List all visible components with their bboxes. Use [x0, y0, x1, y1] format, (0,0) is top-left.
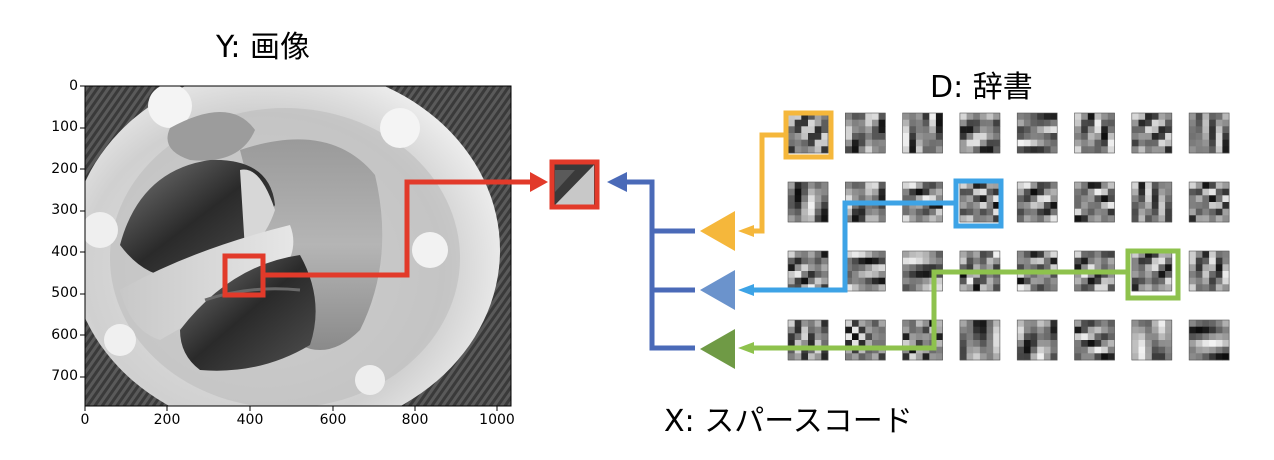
dictionary-atom — [787, 250, 829, 292]
y-tick-label: 500 — [51, 285, 78, 301]
dictionary-atom — [787, 319, 829, 361]
dictionary-atom — [844, 319, 886, 361]
y-tick-label: 400 — [51, 244, 78, 260]
sum-connector — [625, 179, 655, 231]
dictionary-atom — [1016, 181, 1058, 223]
dictionary-title: D: 辞書 — [930, 70, 1033, 105]
sparse-code-coefficient-2 — [700, 270, 735, 310]
dictionary-atom — [1131, 250, 1173, 292]
dictionary-atom — [1188, 250, 1230, 292]
x-tick-label: 600 — [319, 412, 347, 428]
y-tick-label: 700 — [51, 368, 78, 384]
sparse-code-coefficient-1 — [700, 211, 735, 251]
y-tick-label: 100 — [51, 119, 78, 135]
dictionary-atom — [1016, 319, 1058, 361]
x-tick-label: 800 — [401, 412, 429, 428]
x-tick-label: 1000 — [479, 412, 515, 428]
dictionary-atom — [1074, 181, 1115, 223]
sum-arrowhead — [607, 172, 627, 192]
dictionary-atom — [1188, 112, 1230, 154]
dictionary-atom — [902, 319, 943, 361]
dictionary-atom — [787, 112, 829, 154]
dictionary-atom — [787, 181, 829, 223]
y-tick-label: 300 — [51, 202, 78, 218]
connector-yellow — [752, 132, 786, 234]
dictionary-atom-grid — [787, 112, 1230, 361]
dictionary-atom — [959, 319, 1001, 361]
y-tick-label: 200 — [51, 161, 78, 177]
dictionary-atom — [1188, 319, 1230, 361]
y-tick-label: 0 — [69, 78, 78, 94]
dictionary-atom — [1131, 181, 1173, 223]
extracted-patch — [549, 159, 600, 210]
patch-arrowhead — [530, 172, 548, 192]
dictionary-atom — [1131, 112, 1173, 154]
dictionary-atom — [844, 112, 886, 154]
dictionary-atom — [959, 112, 1001, 154]
dictionary-atom — [959, 181, 1001, 223]
axis-ticks — [80, 85, 498, 411]
connector-green — [752, 269, 1128, 351]
dictionary-atom — [902, 112, 943, 154]
dictionary-atom — [1016, 112, 1058, 154]
dictionary-atom — [1188, 181, 1230, 223]
dictionary-atom — [844, 250, 886, 292]
sparse-code-title: X: スパースコード — [664, 404, 913, 439]
dictionary-atom — [1131, 319, 1173, 361]
dictionary-atom — [1074, 319, 1115, 361]
connector-blue — [752, 200, 956, 293]
x-tick-label: 0 — [80, 412, 90, 428]
y-tick-label: 600 — [51, 327, 78, 343]
dictionary-atom — [1074, 112, 1115, 154]
patch-connector — [263, 179, 530, 278]
image-title: Y: 画像 — [216, 30, 310, 65]
sparse-code-coefficient-3 — [700, 329, 735, 369]
x-tick-label: 400 — [236, 412, 264, 428]
x-tick-label: 200 — [153, 412, 181, 428]
grayscale-photo — [85, 86, 511, 406]
image-plot — [80, 85, 512, 411]
